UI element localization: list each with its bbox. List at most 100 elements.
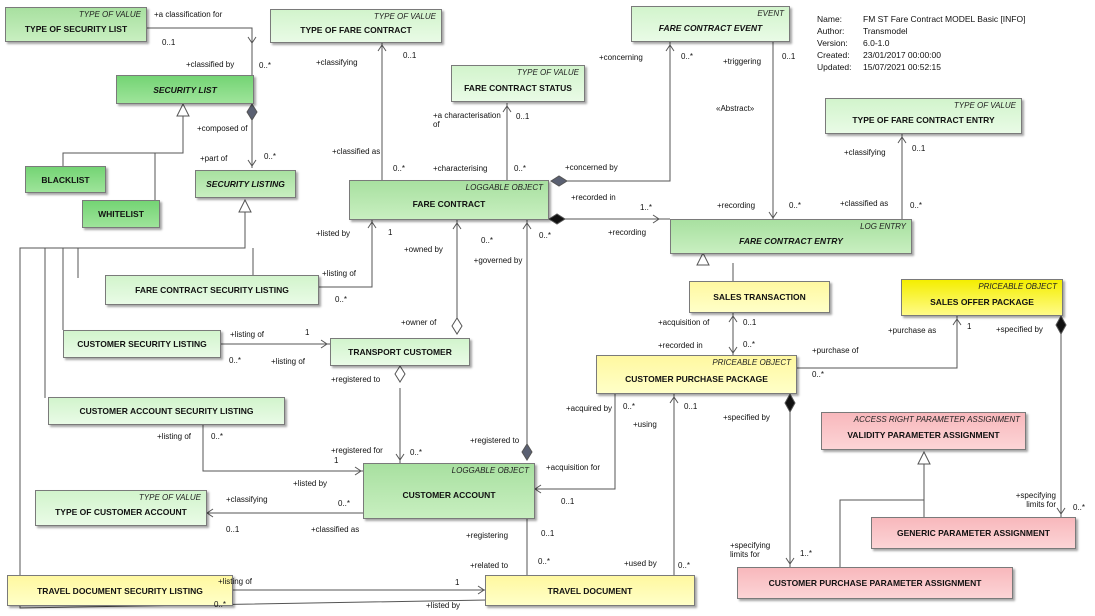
class-name: FARE CONTRACT SECURITY LISTING bbox=[135, 285, 289, 295]
role-label: +registered to bbox=[331, 375, 381, 384]
role-label: +listed by bbox=[293, 479, 328, 488]
travel-document-box[interactable]: TRAVEL DOCUMENT bbox=[485, 575, 695, 606]
role-label: +recorded in bbox=[658, 341, 703, 350]
multiplicity-label: 0..1 bbox=[226, 525, 240, 534]
role-label: +a characterisation of bbox=[433, 111, 501, 129]
sales-offer-package-box[interactable]: PRICEABLE OBJECT SALES OFFER PACKAGE bbox=[901, 279, 1063, 316]
security-list-box[interactable]: SECURITY LIST bbox=[116, 75, 254, 104]
type-of-security-list-box[interactable]: TYPE OF VALUE TYPE OF SECURITY LIST bbox=[5, 7, 147, 42]
customer-security-listing-box[interactable]: CUSTOMER SECURITY LISTING bbox=[63, 330, 221, 358]
multiplicity-label: 0..1 bbox=[561, 497, 575, 506]
customer-purchase-parameter-assignment-box[interactable]: CUSTOMER PURCHASE PARAMETER ASSIGNMENT bbox=[737, 567, 1013, 599]
role-label: +recorded in bbox=[571, 193, 616, 202]
transport-customer-box[interactable]: TRANSPORT CUSTOMER bbox=[330, 338, 470, 366]
fare-contract-box[interactable]: LOGGABLE OBJECT FARE CONTRACT bbox=[349, 180, 549, 220]
multiplicity-label: 0..1 bbox=[743, 318, 757, 327]
role-label: +specified by bbox=[996, 325, 1043, 334]
multiplicity-label: 0..* bbox=[410, 448, 423, 457]
info-row: Author:Transmodel bbox=[817, 25, 1025, 37]
type-of-fare-contract-entry-box[interactable]: TYPE OF VALUE TYPE OF FARE CONTRACT ENTR… bbox=[825, 98, 1022, 134]
class-name: SALES TRANSACTION bbox=[713, 292, 806, 302]
multiplicity-label: 0..1 bbox=[162, 38, 176, 47]
fare-contract-event-box[interactable]: EVENT FARE CONTRACT EVENT bbox=[631, 6, 790, 42]
stereotype: ACCESS RIGHT PARAMETER ASSIGNMENT bbox=[853, 415, 1020, 424]
role-label: +owned by bbox=[404, 245, 443, 254]
multiplicity-label: 0..* bbox=[681, 52, 694, 61]
multiplicity-label: 0..* bbox=[812, 370, 825, 379]
class-name: SECURITY LISTING bbox=[206, 179, 285, 189]
diagram-info: Name:FM ST Fare Contract MODEL Basic [IN… bbox=[817, 13, 1025, 73]
role-label: +registering bbox=[466, 531, 509, 540]
multiplicity-label: 0..* bbox=[214, 600, 227, 609]
fare-contract-status-box[interactable]: TYPE OF VALUE FARE CONTRACT STATUS bbox=[451, 65, 585, 102]
class-name: CUSTOMER PURCHASE PARAMETER ASSIGNMENT bbox=[768, 578, 982, 588]
multiplicity-label: 0..* bbox=[229, 356, 242, 365]
multiplicity-label: 0..* bbox=[211, 432, 224, 441]
role-label: +concerning bbox=[599, 53, 643, 62]
class-name: WHITELIST bbox=[98, 209, 144, 219]
type-of-fare-contract-box[interactable]: TYPE OF VALUE TYPE OF FARE CONTRACT bbox=[270, 9, 442, 43]
multiplicity-label: 1..* bbox=[640, 203, 653, 212]
security-listing-box[interactable]: SECURITY LISTING bbox=[195, 170, 296, 198]
role-label: +purchase of bbox=[812, 346, 859, 355]
stereotype: LOGGABLE OBJECT bbox=[465, 183, 543, 192]
multiplicity-label: 1 bbox=[305, 328, 310, 337]
multiplicity-label: 0..1 bbox=[541, 529, 555, 538]
sales-transaction-box[interactable]: SALES TRANSACTION bbox=[689, 281, 830, 313]
generic-parameter-assignment-box[interactable]: GENERIC PARAMETER ASSIGNMENT bbox=[871, 517, 1076, 549]
customer-account-box[interactable]: LOGGABLE OBJECT CUSTOMER ACCOUNT bbox=[363, 463, 535, 519]
role-label: +classifying bbox=[844, 148, 886, 157]
multiplicity-label: 0..* bbox=[910, 201, 923, 210]
multiplicity-label: 0..1 bbox=[516, 112, 530, 121]
whitelist-box[interactable]: WHITELIST bbox=[82, 200, 160, 228]
role-label: +registered to bbox=[470, 436, 520, 445]
multiplicity-label: 1..* bbox=[800, 549, 813, 558]
role-label: +recording bbox=[608, 228, 647, 237]
stereotype: TYPE OF VALUE bbox=[78, 10, 141, 19]
fare-contract-entry-box[interactable]: LOG ENTRY FARE CONTRACT ENTRY bbox=[670, 219, 912, 254]
class-name: TRANSPORT CUSTOMER bbox=[348, 347, 452, 357]
multiplicity-label: 0..* bbox=[335, 295, 348, 304]
role-label: +acquisition for bbox=[546, 463, 601, 472]
role-label: +classifying bbox=[316, 58, 358, 67]
customer-account-security-listing-box[interactable]: CUSTOMER ACCOUNT SECURITY LISTING bbox=[48, 397, 285, 425]
class-name: CUSTOMER PURCHASE PACKAGE bbox=[625, 373, 768, 384]
class-name: TYPE OF SECURITY LIST bbox=[24, 23, 128, 34]
role-label: +governed by bbox=[473, 256, 523, 265]
class-name: CUSTOMER ACCOUNT SECURITY LISTING bbox=[79, 406, 254, 416]
type-of-customer-account-box[interactable]: TYPE OF VALUE TYPE OF CUSTOMER ACCOUNT bbox=[35, 490, 207, 526]
multiplicity-label: 1 bbox=[388, 228, 393, 237]
fare-contract-security-listing-box[interactable]: FARE CONTRACT SECURITY LISTING bbox=[105, 275, 319, 305]
stereotype: LOG ENTRY bbox=[860, 222, 906, 231]
multiplicity-label: 0..* bbox=[259, 61, 272, 70]
customer-purchase-package-box[interactable]: PRICEABLE OBJECT CUSTOMER PURCHASE PACKA… bbox=[596, 355, 797, 394]
role-label: +listing of bbox=[218, 577, 253, 586]
travel-document-security-listing-box[interactable]: TRAVEL DOCUMENT SECURITY LISTING bbox=[7, 575, 233, 606]
role-label: +acquired by bbox=[566, 404, 613, 413]
role-label: +classified by bbox=[186, 60, 235, 69]
multiplicity-label: 0..* bbox=[623, 402, 636, 411]
info-row: Version:6.0-1.0 bbox=[817, 37, 1025, 49]
role-label: +specifying limits for bbox=[1015, 491, 1056, 509]
info-value: 15/07/2021 00:52:15 bbox=[863, 62, 941, 72]
class-name: CUSTOMER ACCOUNT bbox=[402, 490, 496, 500]
role-label: +using bbox=[633, 420, 657, 429]
class-name: TYPE OF CUSTOMER ACCOUNT bbox=[55, 507, 187, 517]
multiplicity-label: 0..* bbox=[393, 164, 406, 173]
info-value: 23/01/2017 00:00:00 bbox=[863, 50, 941, 60]
multiplicity-label: 1 bbox=[967, 322, 972, 331]
stereotype: PRICEABLE OBJECT bbox=[712, 358, 791, 367]
stereotype: TYPE OF VALUE bbox=[953, 101, 1016, 110]
info-row: Name:FM ST Fare Contract MODEL Basic [IN… bbox=[817, 13, 1025, 25]
blacklist-box[interactable]: BLACKLIST bbox=[25, 166, 106, 193]
multiplicity-label: 0..* bbox=[514, 164, 527, 173]
info-key: Created: bbox=[817, 50, 850, 60]
stereotype: TYPE OF VALUE bbox=[138, 493, 201, 502]
class-name: SECURITY LIST bbox=[153, 84, 217, 95]
validity-parameter-assignment-box[interactable]: ACCESS RIGHT PARAMETER ASSIGNMENT VALIDI… bbox=[821, 412, 1026, 450]
multiplicity-label: 0..* bbox=[538, 557, 551, 566]
class-name: FARE CONTRACT bbox=[412, 199, 486, 209]
stereotype: TYPE OF VALUE bbox=[373, 12, 436, 21]
multiplicity-label: 0..1 bbox=[912, 144, 926, 153]
